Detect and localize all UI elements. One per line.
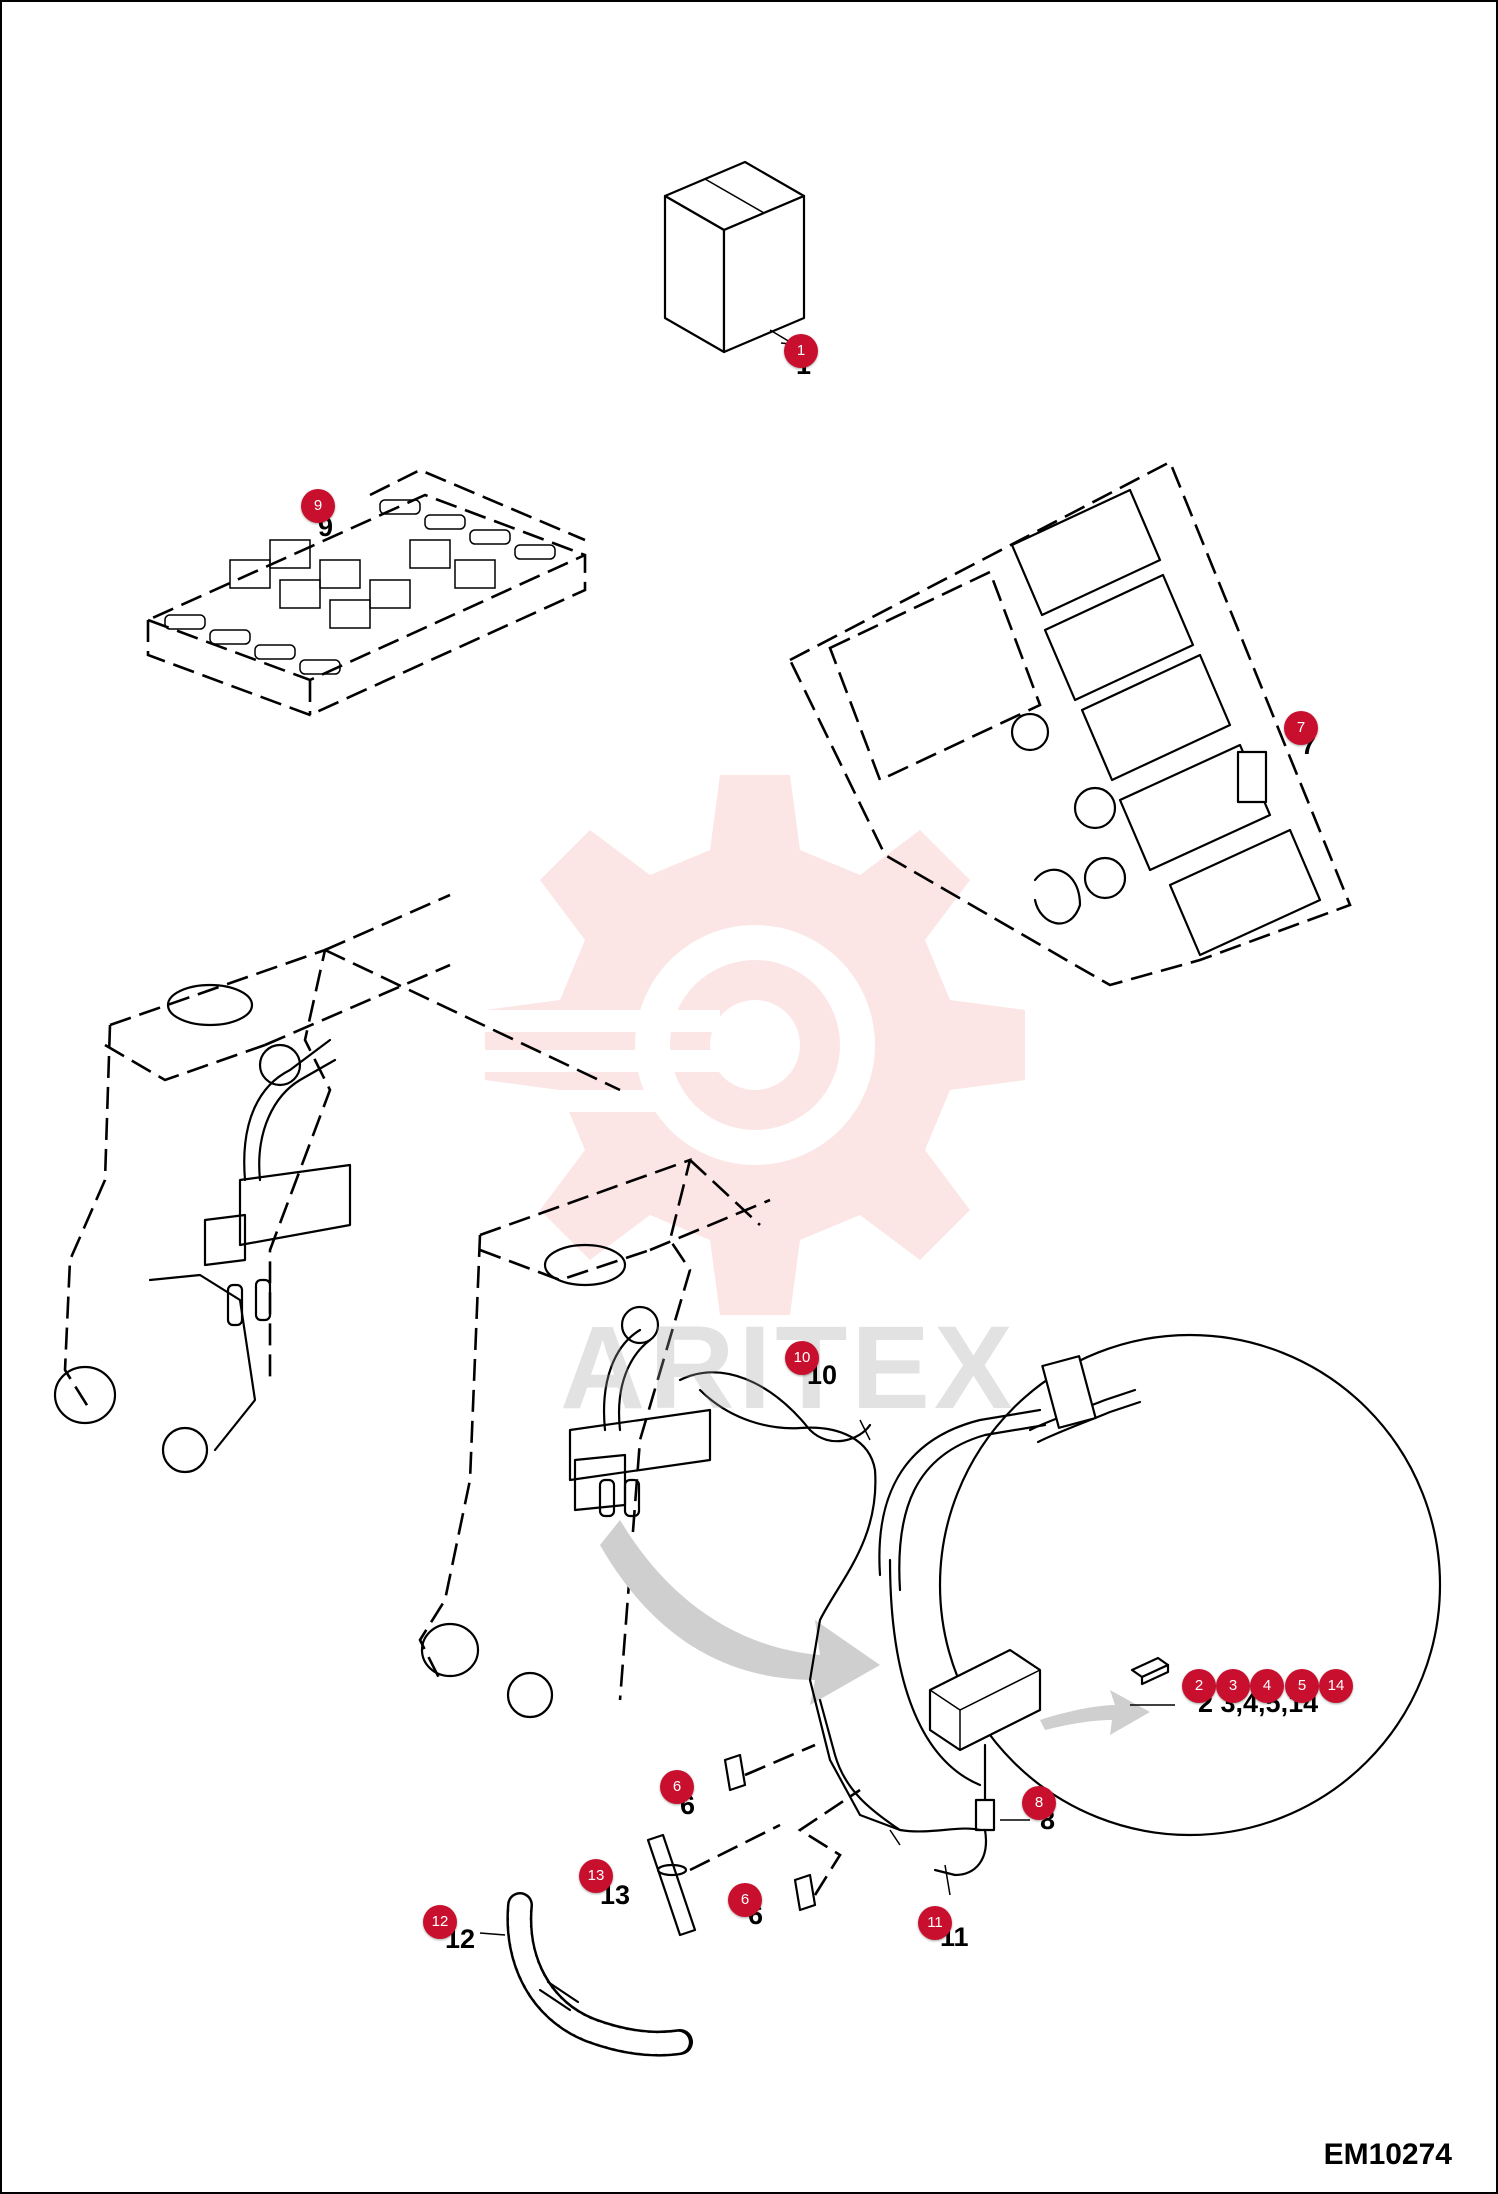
- callout-5[interactable]: 5: [1285, 1669, 1319, 1703]
- part-13-pin: [646, 1823, 781, 1937]
- callout-2[interactable]: 2: [1182, 1669, 1216, 1703]
- callout-9[interactable]: 9: [301, 489, 335, 523]
- part-6-pins: [723, 1743, 861, 1912]
- callout-1[interactable]: 1: [784, 334, 818, 368]
- left-boom-arm: [53, 893, 621, 1474]
- callout-8[interactable]: 8: [1022, 1786, 1056, 1820]
- callout-11[interactable]: 11: [918, 1906, 952, 1940]
- diagram-id-label: EM10274: [1323, 2138, 1452, 2171]
- watermark-gear-icon: [480, 775, 1025, 1315]
- part-7-switch-panel: [788, 460, 1352, 987]
- part-10-harness: [698, 1388, 982, 1846]
- callout-3[interactable]: 3: [1216, 1669, 1250, 1703]
- callout-10[interactable]: 10: [785, 1341, 819, 1375]
- callout-14[interactable]: 14: [1319, 1669, 1353, 1703]
- callout-12[interactable]: 12: [423, 1905, 457, 1939]
- part-9-fuse-relay-set: [146, 468, 587, 717]
- part-11-harness: [818, 1698, 988, 1877]
- callout-4[interactable]: 4: [1250, 1669, 1284, 1703]
- right-boom-arm: [418, 1157, 872, 1719]
- detail-view-circle: [878, 1333, 1442, 1837]
- watermark-text: ARITEX: [560, 1300, 1017, 1436]
- callout-13[interactable]: 13: [579, 1859, 613, 1893]
- callout-6a[interactable]: 6: [660, 1770, 694, 1804]
- flow-arrow-icon: [600, 1520, 1150, 1735]
- callout-6b[interactable]: 6: [728, 1883, 762, 1917]
- part-1-box: [663, 160, 806, 354]
- part-12-convolute-hose: [506, 1892, 693, 2057]
- callout-7[interactable]: 7: [1284, 711, 1318, 745]
